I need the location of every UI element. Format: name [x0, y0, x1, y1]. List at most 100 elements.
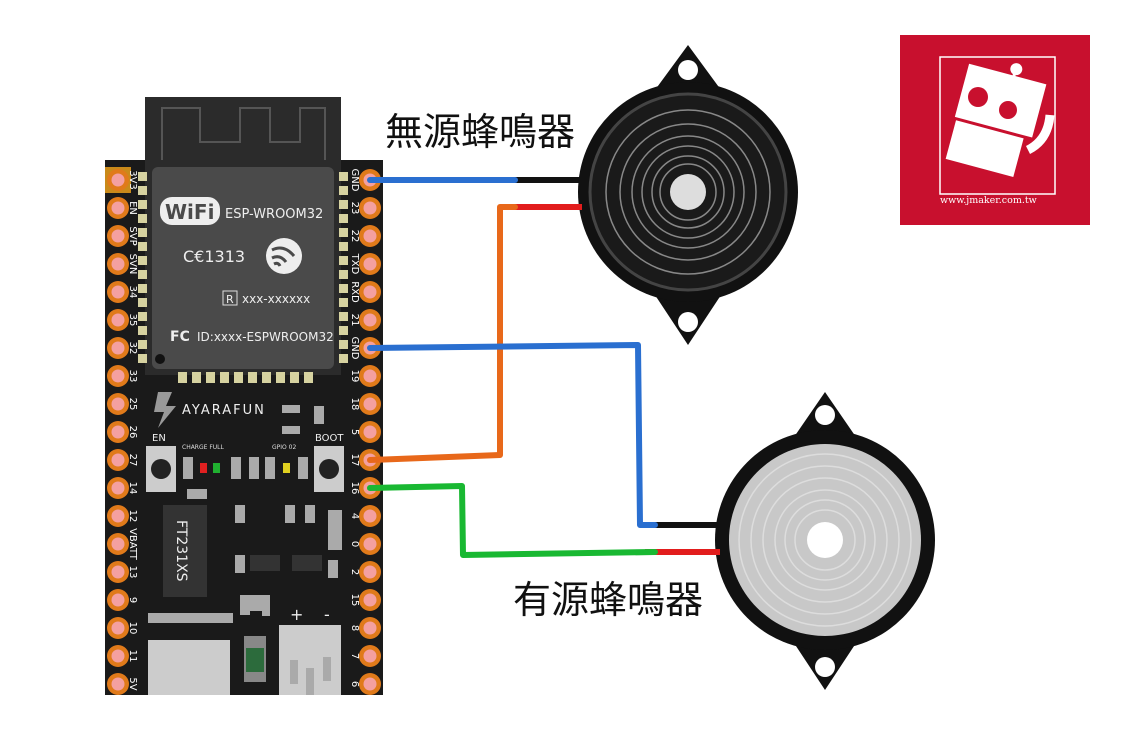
pin-label: 16 [349, 482, 360, 495]
pin-label: 34 [127, 286, 138, 299]
pin-label: 3V3 [127, 170, 138, 190]
pin-right-23[interactable]: 23 [349, 197, 381, 219]
pin-label: 21 [349, 314, 360, 327]
logo-url: www.jmaker.com.tw [940, 195, 1037, 206]
pin-label: 5V [127, 677, 138, 690]
gpio-led [283, 463, 290, 473]
pin-label: RXD [349, 281, 360, 303]
pin-left-35[interactable]: 35 [107, 309, 138, 331]
pin-right-18[interactable]: 18 [349, 393, 381, 415]
pin-left-9[interactable]: 9 [107, 589, 138, 611]
pin-label: 13 [127, 566, 138, 579]
pin-left-33[interactable]: 33 [107, 365, 138, 387]
pin-right-4[interactable]: 4 [349, 505, 381, 527]
pin-right-2[interactable]: 2 [349, 561, 381, 583]
en-label: EN [152, 433, 166, 444]
wire-17-passive[interactable] [367, 204, 518, 463]
pin-right-txd[interactable]: TXD [349, 253, 381, 275]
svg-text:R: R [226, 293, 234, 306]
pin-label: 33 [127, 370, 138, 383]
lightning-icon [154, 392, 176, 428]
espressif-logo [266, 238, 302, 274]
pin-label: 17 [349, 454, 360, 467]
passive-buzzer-label: 無源蜂鳴器 [385, 110, 575, 154]
wire-gnd-active[interactable] [367, 342, 658, 528]
fcc-id: ID:xxxx-ESPWROOM32 [197, 330, 334, 344]
pin-label: VBATT [127, 528, 138, 561]
pin-left-13[interactable]: 13 [107, 561, 138, 583]
pin-label: SVN [127, 254, 138, 275]
pin-left-svn[interactable]: SVN [107, 253, 138, 275]
pin-left-5v[interactable]: 5V [107, 673, 138, 695]
ce-mark: C€1313 [183, 247, 245, 266]
pin-label: 15 [349, 594, 360, 607]
pin-left-34[interactable]: 34 [107, 281, 138, 303]
pin-left-27[interactable]: 27 [107, 449, 138, 471]
boot-label: BOOT [315, 433, 344, 444]
pin-label: 14 [127, 482, 138, 495]
wifi-logo: WiFi [165, 200, 214, 224]
plus-label: + [290, 605, 303, 624]
jmaker-logo: www.jmaker.com.tw [900, 35, 1090, 225]
pin-label: 25 [127, 398, 138, 411]
pin-label: 5 [349, 429, 360, 435]
pin-right-8[interactable]: 8 [349, 617, 381, 639]
pin-label: SVP [127, 226, 138, 245]
pin-left-svp[interactable]: SVP [107, 225, 138, 247]
pin-right-0[interactable]: 0 [349, 533, 381, 555]
pin-left-en[interactable]: EN [107, 197, 138, 219]
pin-label: 9 [127, 597, 138, 603]
pin-left-25[interactable]: 25 [107, 393, 138, 415]
pin-right-6[interactable]: 6 [349, 673, 381, 695]
svg-text:FC: FC [170, 329, 190, 345]
pin-label: 27 [127, 454, 138, 467]
pin-label: 0 [349, 541, 360, 547]
brand-label: AYARAFUN [182, 403, 266, 418]
pin-label: 12 [127, 510, 138, 523]
pin-label: 8 [349, 625, 360, 631]
pin-right-19[interactable]: 19 [349, 365, 381, 387]
pin-left-12[interactable]: 12 [107, 505, 138, 527]
pin-right-15[interactable]: 15 [349, 589, 381, 611]
module-name: ESP-WROOM32 [225, 207, 323, 222]
pin-label: GND [349, 169, 360, 192]
usb-port [148, 640, 230, 695]
pin-left-14[interactable]: 14 [107, 477, 138, 499]
pin-label: 26 [127, 426, 138, 439]
pin-left-26[interactable]: 26 [107, 421, 138, 443]
boot-button[interactable] [314, 446, 344, 492]
pin-left-11[interactable]: 11 [107, 645, 138, 667]
pin-label: 22 [349, 230, 360, 243]
pin-right-5[interactable]: 5 [349, 421, 381, 443]
pin-right-22[interactable]: 22 [349, 225, 381, 247]
pin-label: 2 [349, 569, 360, 575]
wire-16-active[interactable] [367, 483, 658, 558]
pin-right-7[interactable]: 7 [349, 645, 381, 667]
pin-left-10[interactable]: 10 [107, 617, 138, 639]
charge-led [200, 463, 207, 473]
pin-label: EN [127, 201, 138, 215]
en-button[interactable] [146, 446, 176, 492]
svg-text:FT231XS: FT231XS [173, 520, 189, 582]
pin-label: 6 [349, 681, 360, 687]
pin-label: GND [349, 337, 360, 360]
active-buzzer: 有源蜂鳴器 [513, 392, 935, 690]
pin-label: 11 [127, 650, 138, 663]
passive-buzzer: 無源蜂鳴器 [385, 45, 798, 345]
pin-left-3v3[interactable]: 3V3 [105, 167, 138, 193]
pin-label: 19 [349, 370, 360, 383]
active-buzzer-label: 有源蜂鳴器 [513, 578, 703, 622]
pin-right-21[interactable]: 21 [349, 309, 381, 331]
pin-left-32[interactable]: 32 [107, 337, 138, 359]
pin-label: TXD [349, 253, 360, 275]
pin-right-rxd[interactable]: RXD [349, 281, 381, 303]
pin-label: 4 [349, 513, 360, 519]
reg-text: xxx-xxxxxx [242, 292, 310, 306]
pin-label: 18 [349, 398, 360, 411]
pin-label: 23 [349, 202, 360, 215]
full-led [213, 463, 220, 473]
pin-label: 10 [127, 622, 138, 635]
pin-left-vbatt[interactable]: VBATT [107, 528, 138, 561]
pin-label: 7 [349, 653, 360, 659]
pin-label: 32 [127, 342, 138, 355]
